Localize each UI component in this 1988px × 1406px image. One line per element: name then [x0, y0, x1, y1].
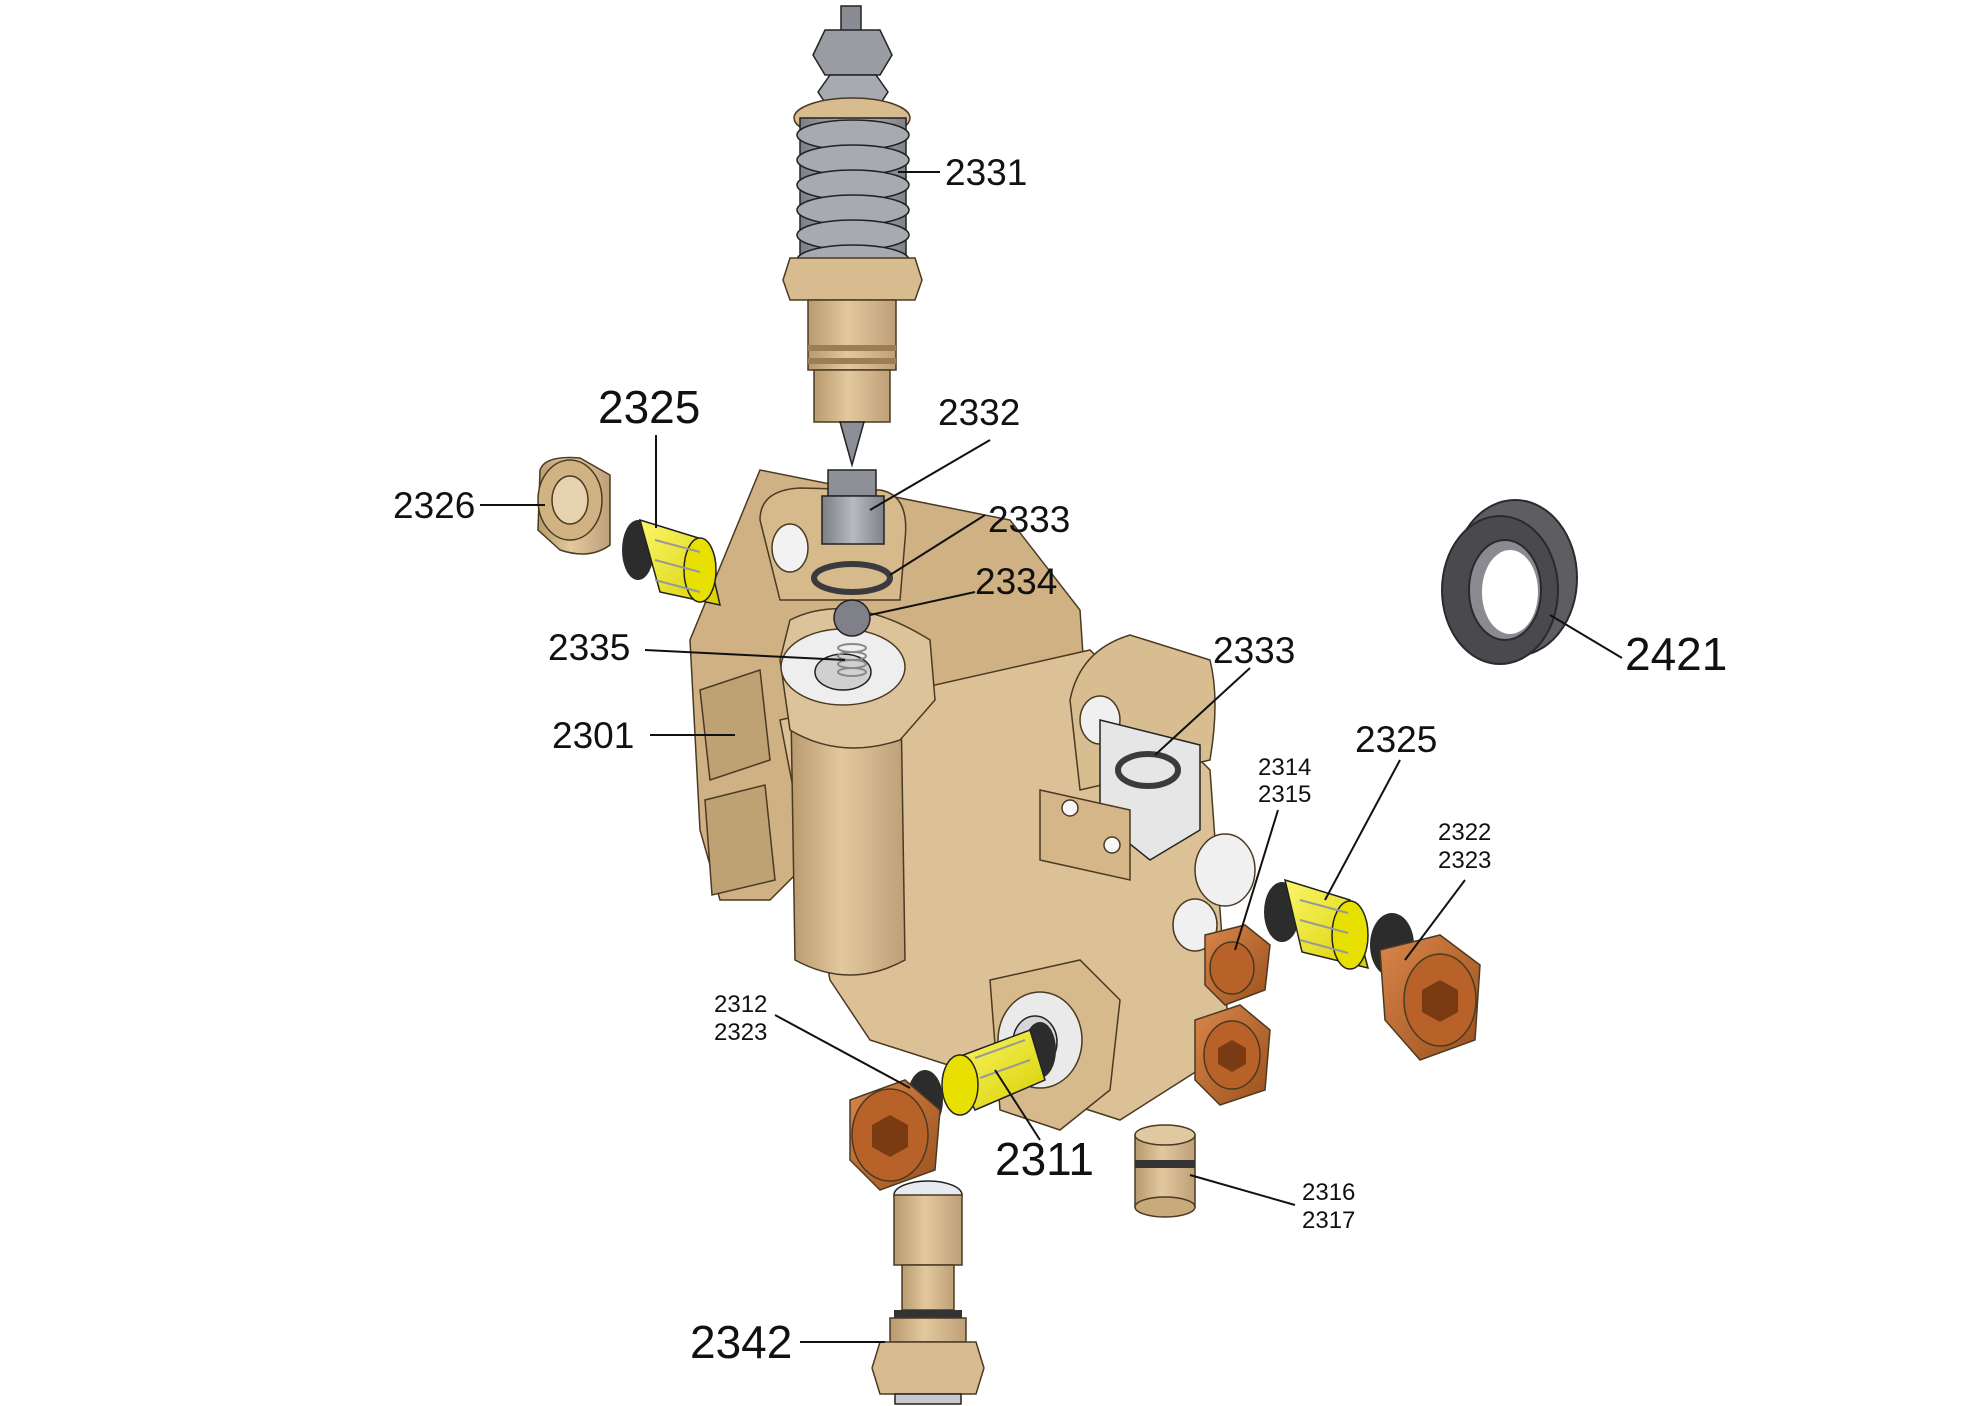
- label-2333-right: 2333: [1213, 630, 1295, 671]
- pump-head-body: [689, 469, 1256, 1131]
- outlet-fitting-2342: [871, 1180, 985, 1405]
- unloader-spring: [796, 117, 910, 276]
- seal-ring-2421: [1441, 499, 1578, 665]
- label-2342: 2342: [690, 1316, 792, 1368]
- leader-2335: [644, 649, 846, 661]
- right-port-upper: [1194, 833, 1256, 907]
- ball-2334: [833, 599, 871, 637]
- label-2334: 2334: [975, 561, 1057, 602]
- label-2316: 2316: [1302, 1179, 1355, 1206]
- oring-2333-top: [811, 561, 893, 595]
- leader-2333-top: [889, 514, 986, 576]
- label-2326: 2326: [393, 485, 475, 526]
- label-2323-right: 2323: [1438, 847, 1491, 874]
- valve-seat-stack: [811, 469, 893, 677]
- label-2325-top: 2325: [598, 381, 700, 433]
- label-2315: 2315: [1258, 781, 1311, 808]
- leader-2322: [1404, 879, 1466, 961]
- label-2333-top: 2333: [988, 499, 1070, 540]
- valve-cage-bottom-2311: [941, 1022, 1056, 1116]
- seat-2332-top: [827, 469, 877, 497]
- leader-2311: [994, 1069, 1041, 1141]
- label-2332: 2332: [938, 392, 1020, 433]
- installed-plug-upper-face: [1209, 941, 1255, 995]
- leader-2316: [1189, 1174, 1296, 1206]
- leader-2334: [869, 591, 976, 616]
- leader-2333-right: [1154, 667, 1251, 756]
- seat-2332-body: [821, 495, 885, 545]
- leader-2332: [869, 439, 991, 511]
- unloader-groove-1: [808, 345, 896, 351]
- small-plug-2316: [1134, 1124, 1196, 1218]
- leader-2312: [774, 1014, 911, 1089]
- label-2322: 2322: [1438, 819, 1491, 846]
- label-2312: 2312: [714, 991, 767, 1018]
- leader-2421: [1549, 614, 1623, 659]
- label-2301: 2301: [552, 715, 634, 756]
- unloader-groove-2: [808, 358, 896, 364]
- unloader-hex-body: [782, 257, 923, 301]
- part-labels: 2331 2325 2332 2326 2333 2334 2335 2333 …: [393, 152, 1727, 1368]
- label-2335: 2335: [548, 627, 630, 668]
- label-2331: 2331: [945, 152, 1027, 193]
- unloader-valve-assembly: [782, 5, 923, 468]
- label-2317: 2317: [1302, 1207, 1355, 1234]
- label-2323-left: 2323: [714, 1019, 767, 1046]
- spring-2335: [837, 643, 867, 677]
- unloader-needle: [839, 421, 865, 468]
- flange-hole-2: [1103, 836, 1121, 854]
- pump-body-ridge-2: [704, 784, 776, 896]
- unloader-lower-sleeve: [813, 369, 891, 423]
- label-2314: 2314: [1258, 754, 1311, 781]
- copper-plug-right: [1370, 913, 1481, 1061]
- flange-hole-1: [1061, 799, 1079, 817]
- leader-2314: [1234, 809, 1279, 951]
- leader-lines: [480, 171, 1623, 1343]
- top-ear-hole: [771, 523, 809, 573]
- installed-plug-hex-socket: [1218, 1040, 1246, 1072]
- copper-plug-left: [849, 1070, 943, 1191]
- oring-2333-right: [1115, 751, 1181, 789]
- label-2311: 2311: [995, 1133, 1094, 1185]
- valve-cage-top-left: [622, 518, 721, 606]
- unloader-nut: [812, 29, 893, 76]
- label-2325-right: 2325: [1355, 719, 1437, 760]
- installed-copper-plugs: [1194, 924, 1271, 1106]
- column-bore: [814, 653, 872, 691]
- pump-body-ridge-1: [699, 668, 771, 782]
- cap-2326: [537, 456, 611, 555]
- valve-cage-right: [1264, 878, 1370, 970]
- label-2421: 2421: [1625, 628, 1727, 680]
- leader-2325-right: [1324, 759, 1401, 901]
